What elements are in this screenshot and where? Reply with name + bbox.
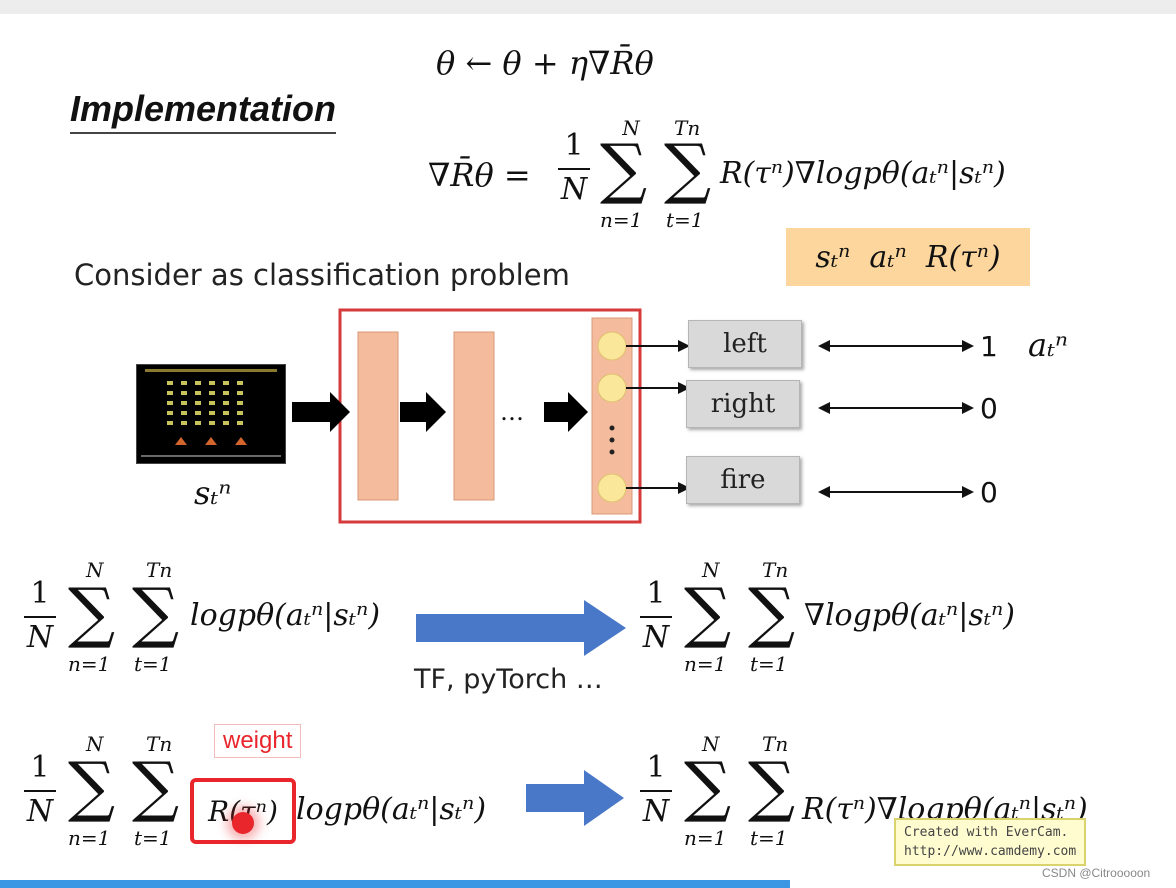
equation-weighted-log-likelihood: 1 N N ∑ n=1 Tn ∑ t=1 R(τⁿ) logpθ(aₜⁿ|sₜⁿ…	[20, 724, 540, 874]
eq1r-term: ∇logpθ(aₜⁿ|sₜⁿ)	[804, 598, 1015, 633]
sum-n-symbol: ∑	[600, 130, 648, 207]
eq1-fraction-bar	[24, 616, 56, 618]
eq1r-sum-n-symbol: ∑	[684, 574, 732, 651]
weight-highlight-box: R(τⁿ)	[190, 778, 296, 844]
eq2r-sum-n-lower: n=1	[684, 826, 727, 850]
target-left-value: 1	[980, 330, 998, 363]
eq2-sum-t-symbol: ∑	[132, 748, 180, 825]
target-fire-value: 0	[980, 476, 998, 509]
eq2-frac-num: 1	[30, 750, 50, 785]
eq1-sum-n-lower: n=1	[68, 652, 111, 676]
action-label: aₜⁿ	[1028, 326, 1068, 364]
state-label: sₜⁿ	[194, 474, 232, 512]
target-arrows	[818, 340, 974, 498]
progress-strip	[0, 880, 790, 888]
gradient-term: R(τⁿ)∇logpθ(aₜⁿ|sₜⁿ)	[720, 156, 1006, 191]
eq2r-sum-t-upper: Tn	[762, 732, 789, 756]
eq2r-sum-n-upper: N	[702, 732, 720, 756]
eq1-sum-t-lower: t=1	[134, 652, 172, 676]
eq1-sum-n-symbol: ∑	[68, 574, 116, 651]
eq2-sum-n-lower: n=1	[68, 826, 111, 850]
frac-denominator: N	[560, 172, 588, 207]
eq2r-frac-num: 1	[646, 750, 666, 785]
sum-n-upper: N	[622, 116, 640, 140]
eq2r-frac-den: N	[642, 794, 670, 829]
equation-log-gradient: 1 N N ∑ n=1 Tn ∑ t=1 ∇logpθ(aₜⁿ|sₜⁿ)	[636, 554, 1056, 694]
sum-t-lower: t=1	[666, 208, 704, 232]
section-subtitle: Consider as classification problem	[74, 258, 570, 292]
eq2-term: logpθ(aₜⁿ|sₜⁿ)	[296, 792, 487, 827]
target-right-value: 0	[980, 392, 998, 425]
eq1-blue-arrow	[416, 600, 626, 656]
watermark-line-2: http://www.camdemy.com	[904, 844, 1077, 859]
weight-annotation: weight	[214, 724, 302, 758]
eq2-sum-t-lower: t=1	[134, 826, 172, 850]
action-left-label: left	[688, 320, 802, 368]
eq1-sum-t-symbol: ∑	[132, 574, 180, 651]
eq1-frac-num: 1	[30, 576, 50, 611]
space-invaders-screen-icon	[136, 364, 286, 464]
cursor-click-indicator-icon	[232, 812, 254, 834]
eq2r-sum-t-symbol: ∑	[748, 748, 796, 825]
eq1r-frac-den: N	[642, 620, 670, 655]
eq2-frac-den: N	[26, 794, 54, 829]
eq2-blue-arrow	[526, 770, 624, 826]
action-fire-label: fire	[686, 456, 800, 504]
eq2r-sum-t-lower: t=1	[750, 826, 788, 850]
eq2r-sum-n-symbol: ∑	[684, 748, 732, 825]
eq1-sum-t-upper: Tn	[146, 558, 173, 582]
eq1r-fraction-bar	[640, 616, 672, 618]
slide: θ ← θ + η∇R̄θ Implementation ∇R̄θ = 1 N …	[10, 14, 1168, 880]
eq2-sum-n-upper: N	[86, 732, 104, 756]
action-right-label: right	[686, 380, 800, 428]
policy-network-diagram	[292, 308, 690, 524]
eq1r-sum-t-lower: t=1	[750, 652, 788, 676]
eq1r-sum-t-upper: Tn	[762, 558, 789, 582]
csdn-credit: CSDN @Citrooooon	[1042, 866, 1151, 880]
eq2-fraction-bar	[24, 790, 56, 792]
sum-t-upper: Tn	[674, 116, 701, 140]
frac-numerator: 1	[564, 128, 584, 163]
sum-n-lower: n=1	[600, 208, 643, 232]
sum-t-symbol: ∑	[664, 130, 712, 207]
page-title: Implementation	[70, 88, 337, 134]
evercam-watermark: Created with EverCam. http://www.camdemy…	[894, 818, 1087, 866]
eq1-caption: TF, pyTorch …	[414, 664, 603, 695]
training-data-box: sₜⁿ aₜⁿ R(τⁿ)	[786, 228, 1030, 286]
eq2-sum-t-upper: Tn	[146, 732, 173, 756]
eq1r-frac-num: 1	[646, 576, 666, 611]
gradient-lhs: ∇R̄θ =	[428, 156, 531, 194]
gradient-formula: ∇R̄θ = 1 N N ∑ n=1 Tn ∑ t=1 R(τⁿ)∇logpθ(…	[428, 104, 1128, 244]
eq1-term: logpθ(aₜⁿ|sₜⁿ)	[190, 598, 381, 633]
eq1r-sum-t-symbol: ∑	[748, 574, 796, 651]
hidden-layers-ellipsis: …	[500, 398, 524, 426]
fraction-bar	[558, 168, 590, 170]
eq1-frac-den: N	[26, 620, 54, 655]
eq1-sum-n-upper: N	[86, 558, 104, 582]
eq1r-sum-n-lower: n=1	[684, 652, 727, 676]
update-rule: θ ← θ + η∇R̄θ	[436, 44, 654, 82]
eq1r-sum-n-upper: N	[702, 558, 720, 582]
browser-top-strip	[0, 0, 1176, 14]
eq2-sum-n-symbol: ∑	[68, 748, 116, 825]
eq2r-fraction-bar	[640, 790, 672, 792]
equation-log-likelihood: 1 N N ∑ n=1 Tn ∑ t=1 logpθ(aₜⁿ|sₜⁿ)	[20, 554, 440, 694]
watermark-line-1: Created with EverCam.	[904, 825, 1069, 840]
equation-weighted-gradient: 1 N N ∑ n=1 Tn ∑ t=1 R(τⁿ)∇logpθ(aₜⁿ|sₜⁿ…	[636, 724, 1156, 874]
